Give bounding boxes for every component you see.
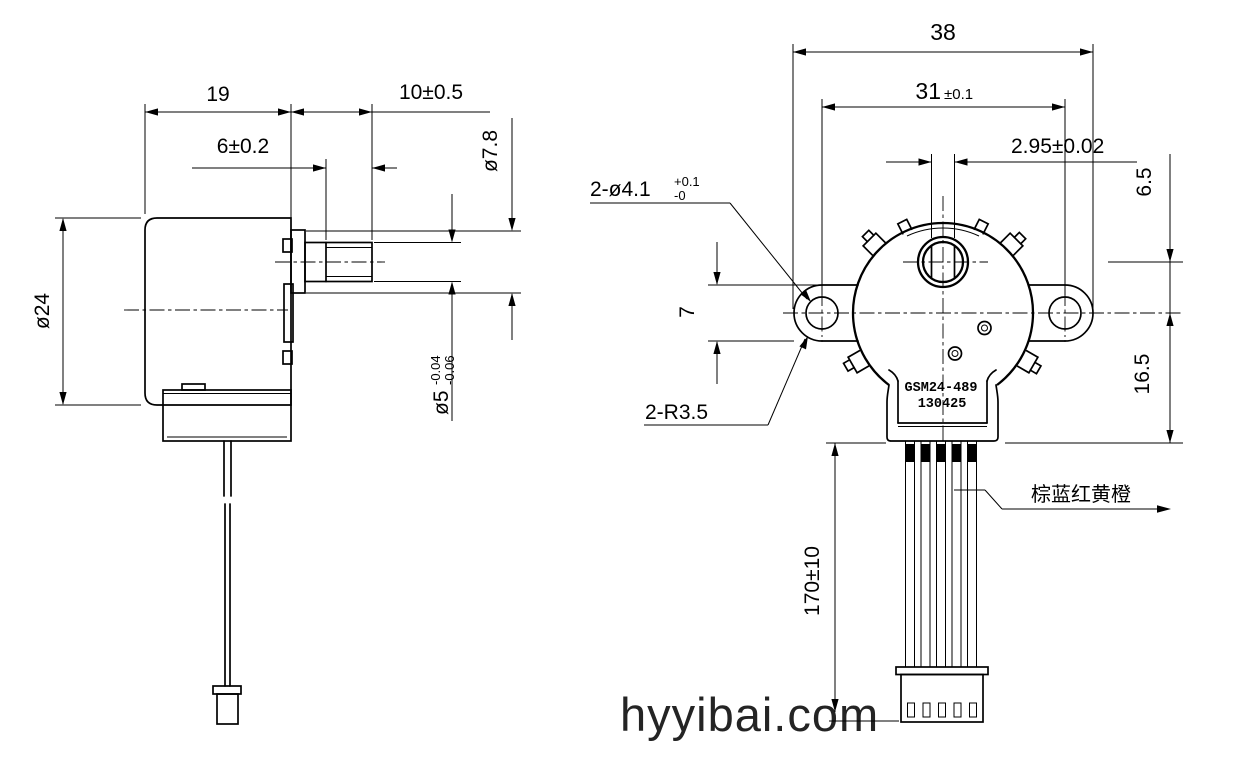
dim-shaft-tol-upper: -0.04 [428,355,443,385]
label-model: GSM24-489 [905,381,978,396]
arrow [1080,48,1093,56]
dim-shaft-length: 10±0.5 [399,81,463,104]
dim-mount-holes: 2-ø4.1 [590,178,651,201]
dim-ear-height: 7 [676,306,699,318]
flange-notch-right [973,218,990,235]
arrow [1166,313,1174,326]
dim-overall-width: 38 [930,19,956,45]
arrow [359,108,372,116]
dim-mount-holes-tol-lower: -0 [674,188,686,203]
side-view: 19 10±0.5 6±0.2 ø7.8 ø5 -0.04 -0.06 [31,81,521,725]
dim-boss-diameter: ø7.8 [479,130,502,172]
connector-pin-1 [907,702,915,718]
rivet-upper-outer [977,320,992,336]
arrow [508,218,516,231]
dim-shaft-diameter: ø5 [430,390,453,415]
arrow [448,281,456,295]
arrow [831,699,839,712]
arrow [800,289,811,302]
arrow [372,164,385,172]
connector-body-front [900,673,984,723]
rivet-lower-outer [947,346,963,361]
arrow [713,341,721,354]
can-tab-top [282,238,293,253]
wire-housing-front [886,384,999,442]
can-tab-bottom [282,350,293,365]
leader-colors-diagonal [984,489,1003,510]
arrow [831,443,839,456]
connector-pin-5 [969,702,977,718]
dim-ear-radius: 2-R3.5 [645,401,708,424]
arrow [291,108,304,116]
dim-body-diameter: ø24 [31,293,54,330]
arrow [918,158,932,166]
arrow [1166,430,1174,443]
arrow [508,293,516,306]
arrow [822,103,835,111]
arrow [799,336,808,350]
arrow [145,108,158,116]
dim-thread-length: 6±0.2 [217,135,269,158]
dim-hole-spacing-tol: ±0.1 [944,86,973,103]
label-date: 130425 [918,397,967,412]
leader-hole-diagonal [729,202,808,300]
dim-shaft-diameter-group: ø5 -0.04 -0.06 [428,355,457,415]
dim-shaft-to-center: 6.5 [1133,167,1156,196]
arrow [59,392,67,405]
mount-tab-upper-left [861,229,886,256]
rivet-upper-inner [981,324,988,332]
arrow [278,108,291,116]
rivet-lower-inner [951,350,959,357]
connector-pin-2 [922,702,931,718]
mount-tab-upper-right [1000,231,1027,256]
mount-tab-lower-left [842,349,870,374]
connector-pin-3 [938,702,946,718]
dim-mount-holes-tol-upper: +0.1 [674,174,700,189]
dim-hole-spacing: 31 [915,78,941,104]
dim-shaft-flat-width: 2.95±0.02 [1011,135,1104,158]
housing-step-right [986,369,997,382]
arrow [1157,505,1171,513]
dim-lead-length: 170±10 [801,546,824,616]
dim-center-to-bottom: 16.5 [1131,354,1154,395]
dim-shaft-tol-lower: -0.06 [442,355,457,385]
arrow [59,218,67,231]
connector-body-side [216,693,239,725]
arrow [448,229,456,243]
dim-body-length: 19 [206,83,229,106]
flange-notch-left [896,218,913,235]
motor-body-side-outline [144,217,292,406]
housing-step-left [888,369,899,382]
arrow [1166,249,1174,262]
housing-detail-tab [181,383,206,391]
arrow [793,48,806,56]
watermark-text: hyyibai.com [620,688,879,741]
mount-tab-lower-right [1016,349,1043,375]
lead-wires-front [905,441,977,667]
arrow [1052,103,1065,111]
front-view: GSM24-489 130425 [590,19,1183,723]
leader-radius-diagonal [767,338,806,426]
arrow [313,164,326,172]
wire-colors-label: 棕蓝红黄橙 [1031,483,1131,506]
connector-pin-4 [953,702,962,718]
arrow [954,158,968,166]
arrow [713,272,721,285]
wire-housing-side [162,389,292,442]
